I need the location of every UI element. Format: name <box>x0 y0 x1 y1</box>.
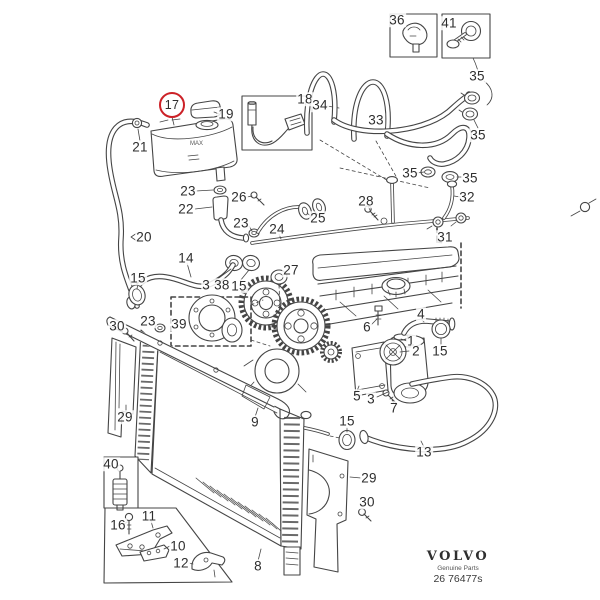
engine-block <box>312 242 462 325</box>
clamp-35-upper <box>460 91 481 105</box>
diagram-part-number: 26 76477s <box>433 573 483 585</box>
core-fins <box>195 477 282 532</box>
bolt-28 <box>364 205 388 225</box>
clamp-35-lower <box>458 107 479 121</box>
heater-hoses-33 <box>303 71 493 189</box>
bracket-box-10-12 <box>103 507 233 584</box>
heater-pipe-24 <box>250 176 597 245</box>
ring-27 <box>270 269 288 285</box>
ring-15b <box>241 254 261 272</box>
flange-25-26 <box>250 191 326 234</box>
washer-21 <box>131 117 143 129</box>
bracket-10 <box>139 544 170 562</box>
tank-max-mark: MAX <box>190 141 203 147</box>
clamp-23c <box>154 323 166 333</box>
volvo-logo: VOLVO <box>426 549 490 564</box>
deflector-right-29 <box>306 448 349 573</box>
support-bar-9 <box>106 316 291 420</box>
deflector-left-29 <box>107 337 137 438</box>
clamp-23-top <box>213 185 227 195</box>
sensor-box-18 <box>241 95 340 151</box>
bracket-11 <box>115 525 173 557</box>
fitting-22 <box>212 195 229 221</box>
clamp-15a <box>128 284 146 306</box>
clamp-15d <box>338 429 356 451</box>
expansion-tank: MAX <box>131 100 260 243</box>
bolt-30b <box>358 508 372 522</box>
thermostat-group <box>351 305 456 405</box>
box-41 <box>441 13 491 72</box>
overflow-hose-20 <box>105 118 150 309</box>
ring-15c <box>431 319 451 339</box>
flange-35c <box>420 166 436 178</box>
screw-16 <box>124 512 134 535</box>
bracket-12 <box>191 551 226 578</box>
box-36 <box>389 13 438 58</box>
brand-tagline: Genuine Parts <box>437 565 479 572</box>
bracket-5 <box>351 341 389 397</box>
brand-block: VOLVO Genuine Parts 26 76477s <box>418 549 498 585</box>
bracket-box-40 <box>103 456 139 511</box>
timing-gears <box>238 275 342 394</box>
